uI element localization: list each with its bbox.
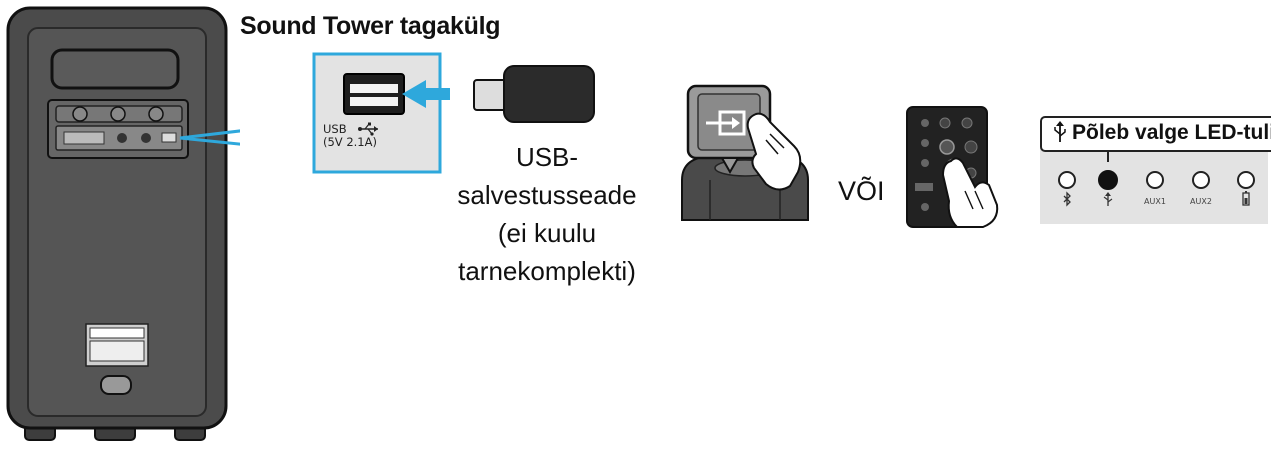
bluetooth-icon [1063, 191, 1071, 207]
led-label-aux2: AUX2 [1190, 197, 1212, 206]
usb-symbol-icon [358, 122, 378, 136]
usb-port-closeup [312, 52, 450, 174]
usb-spec: (5V 2.1A) [323, 135, 377, 149]
caption-line: (ei kuulu [497, 218, 597, 248]
led-status-callout: Põleb valge LED-tuli [1040, 116, 1271, 152]
caption-line: salvestusseade [457, 180, 637, 210]
led-callout-text: Põleb valge LED-tuli [1072, 121, 1271, 144]
remote-control-illustration [906, 106, 999, 228]
battery-icon [1242, 191, 1250, 206]
caption-line: USB- [515, 142, 579, 172]
usb-device-caption: USB- salvestusseade (ei kuulu tarnekompl… [447, 138, 647, 290]
usb-label: USB [323, 122, 347, 136]
caption-line: tarnekomplekti) [458, 256, 636, 286]
usb-icon [1103, 192, 1113, 206]
usb-port-label: USB (5V 2.1A) [323, 123, 377, 149]
usb-stick-illustration [473, 65, 595, 123]
speaker-top-source-button [681, 84, 809, 221]
or-label: VÕI [838, 176, 885, 206]
speaker-rear-illustration [6, 6, 240, 441]
led-label-aux1: AUX1 [1144, 197, 1166, 206]
led-indicators [1058, 148, 1255, 207]
usb-icon [1054, 121, 1066, 142]
diagram-title: Sound Tower tagakülg [240, 12, 501, 40]
